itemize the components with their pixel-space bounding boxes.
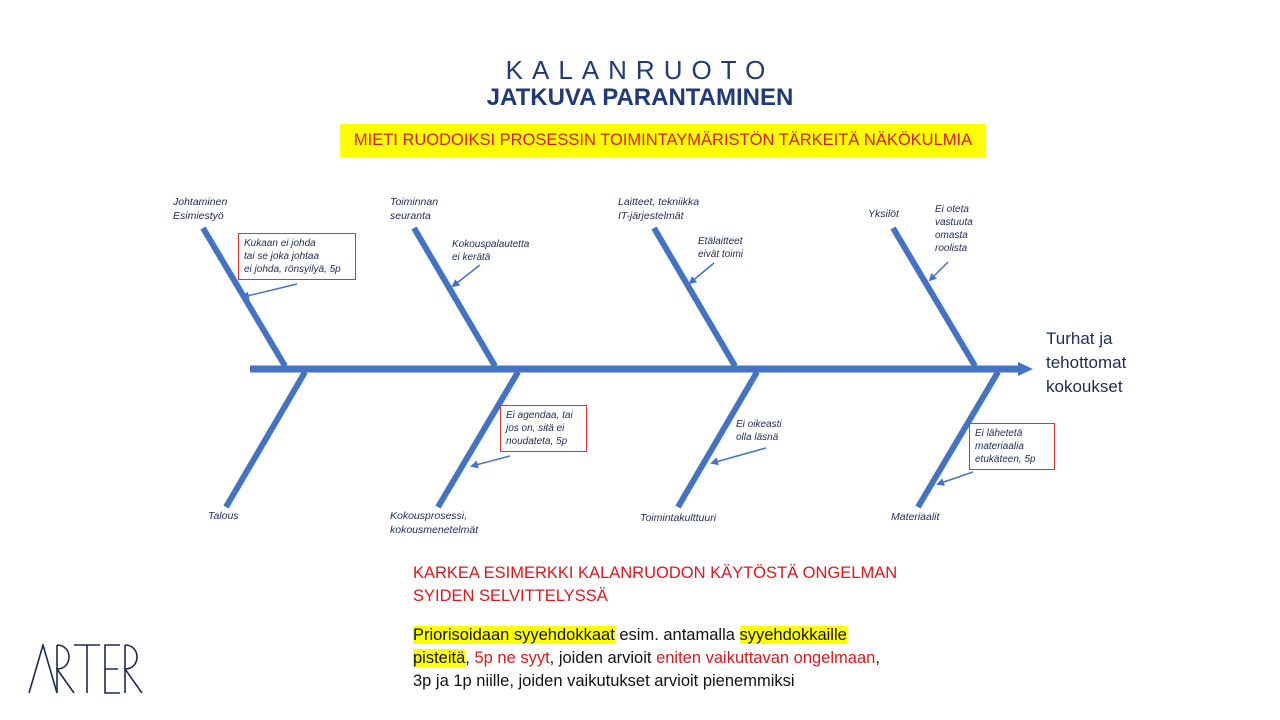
effect-label: Turhat ja tehottomat kokoukset <box>1046 327 1126 399</box>
cause-arrow-2 <box>451 264 481 288</box>
cause-line: Kukaan ei johda <box>244 238 316 249</box>
instruction-banner: MIETI RUODOIKSI PROSESSIN TOIMINTAYMÄRIS… <box>340 124 986 157</box>
bone-top-laitteet <box>651 226 738 368</box>
page-title: KALANRUOTO <box>505 55 775 85</box>
category-line: Materiaalit <box>891 511 940 523</box>
cause-line: materiaalia <box>975 441 1024 452</box>
instruction-highlight: syyehdokkaille <box>739 626 847 644</box>
instruction-text: , <box>465 649 475 667</box>
cause-arrow-5 <box>470 455 511 469</box>
bone-top-yksilot <box>890 226 978 368</box>
cause-line: ei johda, rönsyilyä, 5p <box>244 264 341 275</box>
cause-line: olla läsnä <box>736 432 779 443</box>
instruction-text: , joiden arvioit <box>549 649 657 667</box>
instruction-red-text: 5p ne syyt <box>474 649 550 667</box>
category-line: kokousmenetelmät <box>390 524 479 536</box>
cause-box-johtaminen: Kukaan ei johda tai se joka johtaa ei jo… <box>238 233 356 280</box>
category-kokousprosessi: Kokousprosessi, kokousmenetelmät <box>390 509 478 537</box>
category-laitteet: Laitteet, tekniikka IT-järjestelmät <box>618 195 699 223</box>
category-toimintakulttuuri: Toimintakulttuuri <box>640 511 716 525</box>
cause-line: Kokouspalautetta <box>452 239 530 250</box>
cause-line: ei kerätä <box>452 252 491 263</box>
cause-box-agenda: Ei agendaa, tai jos on, sitä ei noudatet… <box>500 405 587 452</box>
instruction-line-3: 3p ja 1p niille, joiden vaikutukset arvi… <box>413 672 795 690</box>
instruction-red-text: eniten vaikuttavan ongelmaan <box>656 649 876 667</box>
cause-arrow-3 <box>688 262 715 285</box>
category-line: Johtaminen <box>173 196 228 208</box>
instruction-text: esim. antamalla <box>614 626 740 644</box>
category-materiaalit: Materiaalit <box>891 510 939 524</box>
category-line: Laitteet, tekniikka <box>618 196 700 208</box>
category-line: IT-järjestelmät <box>618 210 684 222</box>
instruction-line-2: pisteitä, 5p ne syyt, joiden arvioit eni… <box>413 647 973 670</box>
example-heading: KARKEA ESIMERKKI KALANRUODON KÄYTÖSTÄ ON… <box>413 562 933 608</box>
cause-line: Ei agendaa, tai <box>506 410 573 421</box>
category-line: Kokousprosessi, <box>390 510 468 522</box>
example-line: SYIDEN SELVITTELYSSÄ <box>413 587 608 605</box>
cause-note-vastuu: Ei oteta vastuuta omasta roolista <box>935 203 973 255</box>
arter-logo <box>28 644 143 694</box>
page-subtitle: JATKUVA PARANTAMINEN <box>486 84 794 111</box>
cause-line: eivät toimi <box>698 249 744 260</box>
cause-line: noudateta, 5p <box>506 436 568 447</box>
cause-line: vastuuta <box>935 217 973 228</box>
cause-note-palaute: Kokouspalautetta ei kerätä <box>452 238 529 264</box>
category-yksilot: Yksilöt <box>868 207 899 221</box>
cause-line: jos on, sitä ei <box>506 423 565 434</box>
category-johtaminen: Johtaminen Esimiestyö <box>173 195 227 223</box>
category-talous: Talous <box>208 509 239 523</box>
instruction-highlight: Priorisoidaan syyehdokkaat <box>413 626 615 644</box>
instruction-paragraph: Priorisoidaan syyehdokkaat esim. antamal… <box>413 624 973 693</box>
instruction-line-1: Priorisoidaan syyehdokkaat esim. antamal… <box>413 624 973 647</box>
effect-line: tehottomat <box>1046 353 1127 372</box>
category-line: Toimintakulttuuri <box>640 512 717 524</box>
cause-note-lasna: Ei oikeasti olla läsnä <box>736 418 782 444</box>
cause-line: omasta <box>935 230 968 241</box>
bone-bottom-materiaalit <box>915 370 1001 509</box>
cause-line: roolista <box>935 243 968 254</box>
category-line: Toiminnan <box>390 196 439 208</box>
category-line: Esimiestyö <box>173 210 224 222</box>
cause-note-etalaitteet: Etälaitteet eivät toimi <box>698 235 743 261</box>
cause-arrow-6 <box>710 447 767 466</box>
cause-line: Ei lähetetä <box>975 428 1023 439</box>
cause-box-materiaali: Ei lähetetä materiaalia etukäteen, 5p <box>969 423 1055 470</box>
cause-line: tai se joka johtaa <box>244 251 320 262</box>
cause-arrow-1 <box>241 283 298 300</box>
bone-bottom-toimintakulttuuri <box>675 370 760 509</box>
cause-arrow-4 <box>928 261 949 282</box>
cause-line: etukäteen, 5p <box>975 454 1036 465</box>
cause-line: Ei oikeasti <box>736 419 782 430</box>
effect-line: Turhat ja <box>1046 329 1113 348</box>
category-line: seuranta <box>390 210 431 222</box>
bone-bottom-kokousprosessi <box>435 370 521 509</box>
cause-arrow-7 <box>936 471 974 486</box>
category-toiminnan-seuranta: Toiminnan seuranta <box>390 195 438 223</box>
instruction-highlight: pisteitä <box>413 649 466 667</box>
bone-bottom-talous <box>223 370 308 509</box>
effect-line: kokoukset <box>1046 377 1123 396</box>
bone-top-seuranta <box>411 226 498 368</box>
example-line: KARKEA ESIMERKKI KALANRUODON KÄYTÖSTÄ ON… <box>413 564 898 582</box>
instruction-text: , <box>875 649 880 667</box>
cause-line: Ei oteta <box>935 204 969 215</box>
category-line: Talous <box>208 510 239 522</box>
spine-arrowhead <box>1018 362 1033 376</box>
cause-line: Etälaitteet <box>698 236 743 247</box>
category-line: Yksilöt <box>868 208 899 220</box>
